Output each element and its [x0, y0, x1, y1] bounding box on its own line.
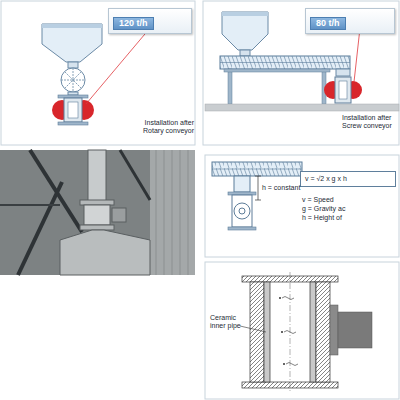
- panel-frame: [203, 1, 399, 145]
- signal-wire: [86, 28, 150, 104]
- rotary-valve: [61, 62, 85, 95]
- hopper: [222, 12, 268, 56]
- flowmeter: [324, 69, 362, 103]
- floor: [205, 104, 399, 111]
- panel-frame: [1, 1, 195, 145]
- display-unit: 80 t/h: [305, 8, 395, 34]
- flowmeter: [228, 192, 256, 230]
- display-unit: 120 t/h: [108, 8, 192, 34]
- annotation-label: v = Speed: [302, 196, 398, 204]
- display-reading: 80 t/h: [310, 17, 346, 30]
- hopper: [42, 24, 102, 62]
- annotation-label: Ceramic inner pipe: [210, 314, 246, 330]
- annotation-label: h = constant: [262, 184, 302, 192]
- formula-text: v = √2 x g x h: [305, 175, 347, 182]
- leader-line: [240, 326, 266, 332]
- panel-frame: [205, 262, 399, 399]
- annotation-label: g = Gravity ac: [302, 205, 398, 213]
- panel-frame: [205, 155, 399, 257]
- sensor-unit: [330, 305, 372, 355]
- annotation-label: Installation after Screw conveyor: [342, 114, 398, 130]
- display-reading: 120 t/h: [113, 17, 154, 30]
- screw-conveyor: [220, 56, 350, 69]
- annotation-label: Installation after Rotary conveyor: [128, 119, 194, 135]
- flowmeter: [52, 95, 94, 125]
- formula-box: v = √2 x g x h: [300, 171, 396, 187]
- signal-wire: [354, 28, 360, 82]
- screw-conveyor: [212, 162, 302, 192]
- support-stand: [224, 69, 330, 104]
- installation-photo: [0, 150, 195, 275]
- annotation-label: h = Height of: [302, 214, 398, 222]
- dimension-line: [255, 176, 261, 200]
- pipe-section: [242, 272, 338, 392]
